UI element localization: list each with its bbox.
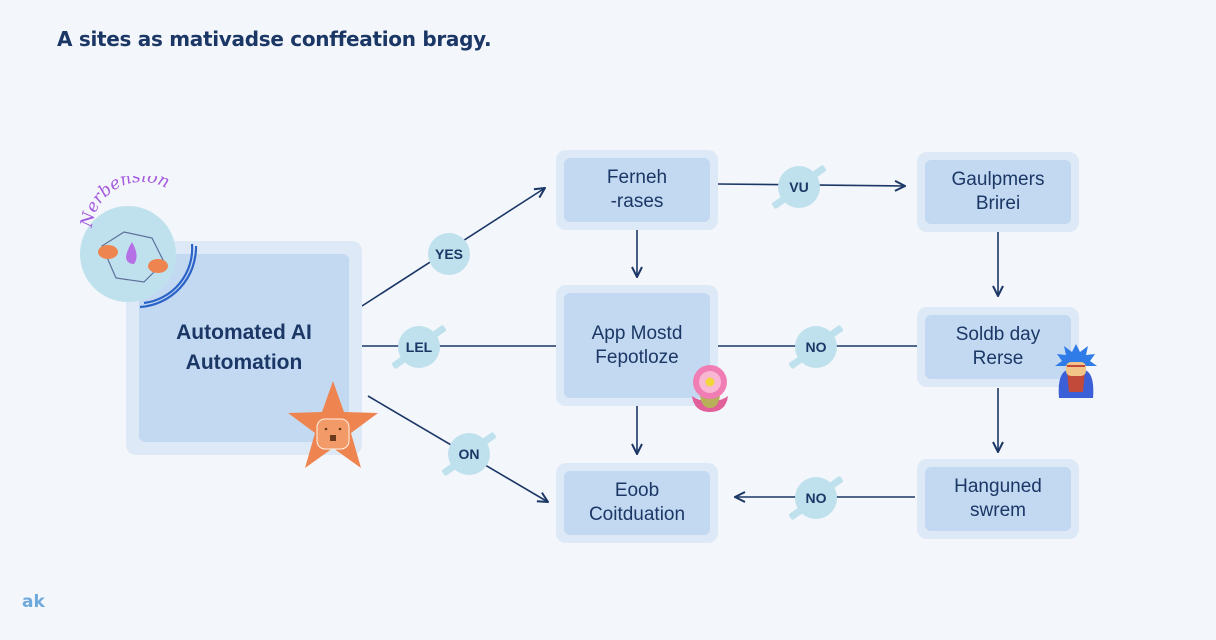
- node-n4-line1: Gaulpmers: [951, 169, 1045, 190]
- spiky-hair-mascot-icon: [1055, 344, 1097, 398]
- node-n3-box: Eoob Coitduation: [564, 471, 710, 535]
- edge-label-on: ON: [448, 433, 490, 475]
- node-start-line1: Automated AI: [176, 321, 312, 344]
- edge-label-yes: YES: [428, 233, 470, 275]
- node-n6-line2: swrem: [970, 500, 1026, 521]
- node-n5[interactable]: Soldb day Rerse: [917, 307, 1079, 387]
- node-n1-line1: Ferneh: [606, 167, 668, 188]
- edge-label-no-middle: NO: [795, 326, 837, 368]
- node-n2-line2: Fepotloze: [595, 346, 679, 368]
- node-n6-box: Hanguned swrem: [925, 467, 1071, 531]
- node-n3-line1: Eoob: [614, 480, 660, 501]
- edge-label-lel: LEL: [398, 326, 440, 368]
- footer-watermark: ak: [22, 592, 45, 612]
- node-n2[interactable]: App Mostd Fepotloze: [556, 285, 718, 406]
- node-n1[interactable]: Ferneh -rases: [556, 150, 718, 230]
- node-n6[interactable]: Hanguned swrem: [917, 459, 1079, 539]
- edge-label-no-bottom: NO: [795, 477, 837, 519]
- node-n3-line2: Coitduation: [588, 504, 686, 525]
- node-n5-line2: Rerse: [972, 348, 1024, 369]
- node-n4-box: Gaulpmers Brirei: [925, 160, 1071, 224]
- node-n1-box: Ferneh -rases: [564, 158, 710, 222]
- node-n5-box: Soldb day Rerse: [925, 315, 1071, 379]
- node-n5-line1: Soldb day: [955, 324, 1041, 345]
- node-n4-line2: Brirei: [975, 193, 1021, 214]
- node-n1-line2: -rases: [610, 191, 664, 212]
- node-n2-line1: App Mostd: [591, 322, 683, 344]
- node-n3[interactable]: Eoob Coitduation: [556, 463, 718, 543]
- diagram-title: A sites as mativadse conffeation bragy.: [57, 27, 492, 51]
- node-n6-line1: Hanguned: [954, 476, 1042, 497]
- node-n4[interactable]: Gaulpmers Brirei: [917, 152, 1079, 232]
- node-n2-box: App Mostd Fepotloze: [564, 293, 710, 398]
- nerbension-emblem-icon: Nerbension: [77, 176, 198, 309]
- node-start-line2: Automation: [185, 351, 303, 374]
- edge-label-vu: VU: [778, 166, 820, 208]
- star-sticker-icon: [288, 381, 378, 468]
- flower-mascot-icon: [692, 365, 728, 412]
- node-start-box: Automated AI Automation: [139, 254, 349, 442]
